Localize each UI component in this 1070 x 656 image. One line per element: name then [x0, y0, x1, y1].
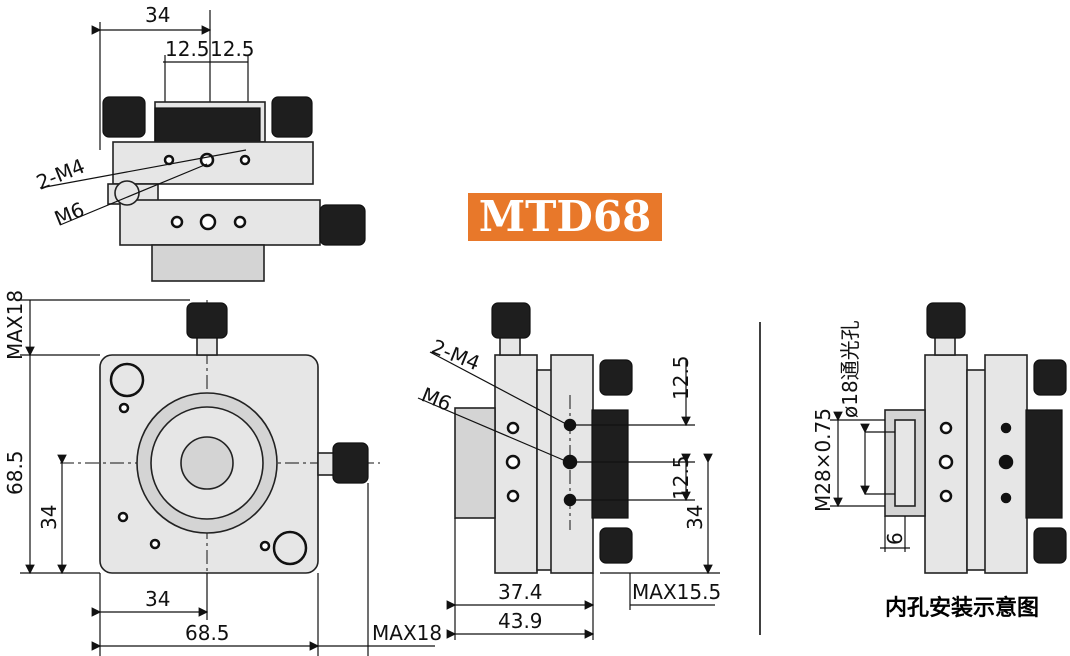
- install-dim-depth: 6: [883, 532, 907, 545]
- install-view: M28×0.75 ø18通光孔 6: [811, 302, 1067, 574]
- front-dim-right-max: MAX18: [372, 621, 442, 645]
- side-view: 2-M4 M6 12.5 12.5 34 37.4 43.9 MAX15.5: [417, 302, 721, 640]
- top-dim-right: 12.5: [210, 37, 255, 61]
- front-view: MAX18 68.5 34 34 68.5 MAX18: [3, 290, 442, 656]
- side-dim-37: 37.4: [498, 580, 543, 604]
- side-dim-lower: 12.5: [669, 455, 693, 500]
- front-dim-height: 68.5: [3, 450, 27, 495]
- install-caption: 内孔安装示意图: [885, 596, 1040, 621]
- side-dim-upper: 12.5: [669, 355, 693, 400]
- front-dim-half-width: 34: [145, 587, 170, 611]
- side-dim-height: 34: [683, 505, 707, 530]
- top-dim-width: 34: [145, 3, 170, 27]
- install-dim-bore: ø18通光孔: [838, 320, 862, 418]
- side-dim-max: MAX15.5: [632, 580, 721, 604]
- side-dim-43: 43.9: [498, 609, 543, 633]
- front-dim-top-max: MAX18: [3, 290, 27, 360]
- front-dim-width: 68.5: [185, 621, 230, 645]
- top-view: 34 12.5 12.5 2-M4 M6: [33, 3, 366, 282]
- top-callout-m4: 2-M4: [33, 154, 88, 195]
- side-callout-m4: 2-M4: [428, 334, 483, 375]
- top-callout-m6: M6: [51, 197, 88, 230]
- model-title-badge: MTD68: [468, 193, 662, 241]
- top-dim-left: 12.5: [165, 37, 210, 61]
- front-dim-half-height: 34: [37, 505, 61, 530]
- install-dim-thread: M28×0.75: [811, 408, 835, 512]
